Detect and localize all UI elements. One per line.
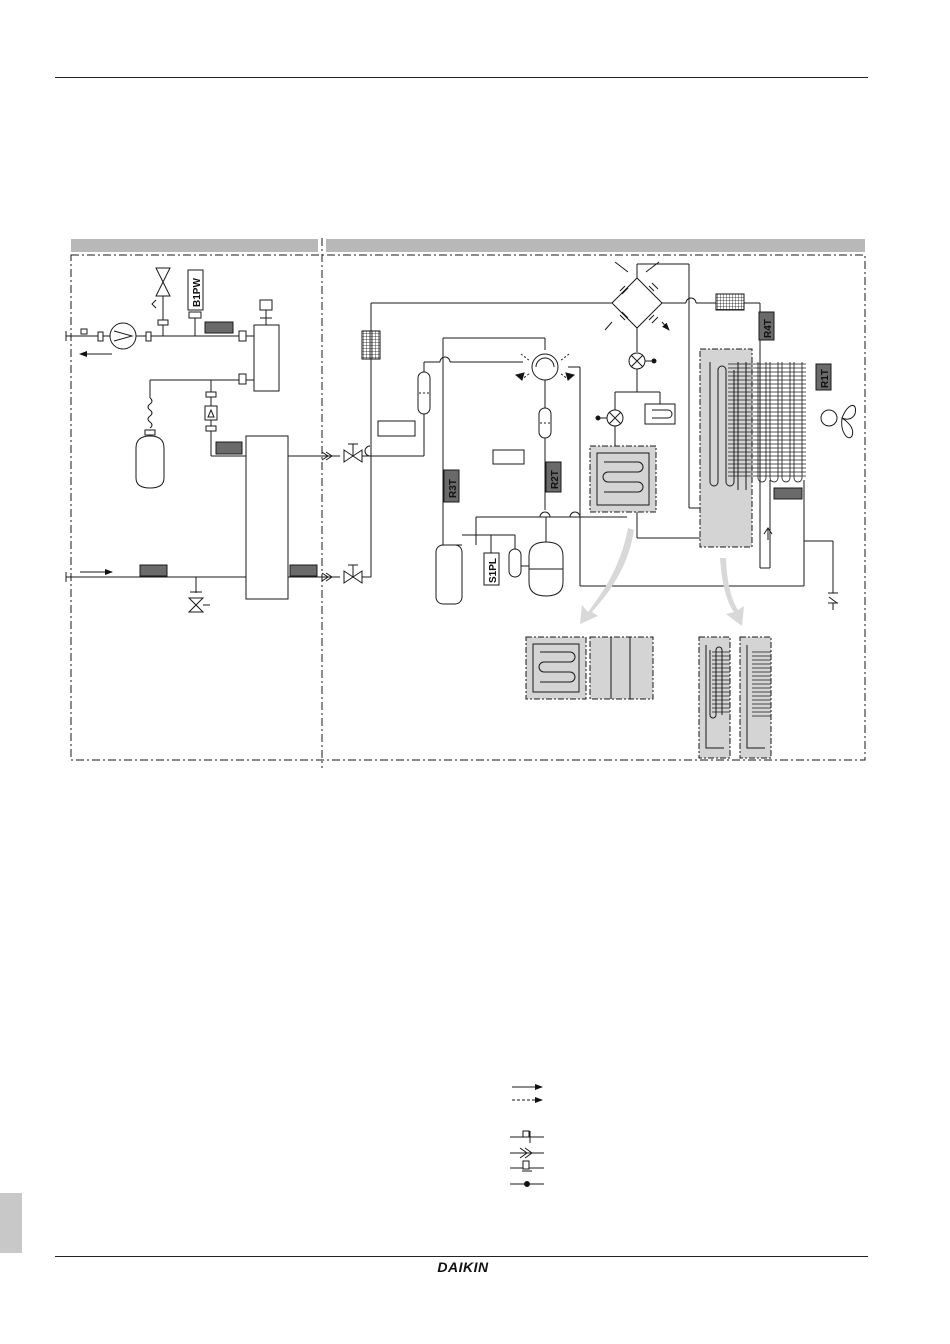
fan-motor-icon: [821, 410, 837, 426]
filter-grid-left: [362, 331, 380, 359]
legend-symbols: [510, 1087, 544, 1187]
indoor-unit: B1PW: [66, 268, 340, 612]
refrigerant-plate-hx: [590, 446, 656, 512]
legend-quick-coupling-icon: [510, 1148, 544, 1158]
r2t-label: R2T: [550, 470, 561, 489]
daikin-logo: DAIKIN: [418, 1258, 508, 1276]
legend-flare-icon: [510, 1131, 544, 1143]
backup-heater-vessel: [254, 325, 279, 391]
capillary-box: [645, 404, 675, 424]
expansion-vessel-icon: [136, 436, 164, 488]
air-hx-detail-side: [740, 637, 771, 758]
air-hx-detail-front: [699, 637, 730, 758]
safety-valve-icon: [156, 268, 170, 296]
legend-brazed-connection-icon: [510, 1182, 544, 1187]
muffler-small: [509, 549, 521, 577]
r3t-label: R3T: [448, 479, 459, 498]
fan-blade-icon: [842, 405, 856, 437]
outdoor-section-header: [326, 239, 865, 252]
plate-hx-detail-front: [526, 637, 586, 699]
drain-valve-icon: [189, 598, 203, 612]
b1pw-label: B1PW: [192, 278, 203, 307]
plate-heat-exchanger: [246, 436, 288, 599]
s1pl-label: S1PL: [488, 558, 499, 583]
outdoor-unit: R3T R2T S1PL R4T: [320, 262, 856, 610]
accumulator: [436, 545, 462, 604]
indoor-section-header: [71, 239, 318, 252]
r1t-label: R1T: [820, 369, 831, 388]
r4t-label: R4T: [763, 319, 774, 338]
filter-icon: [205, 406, 217, 420]
plate-hx-detail-side: [590, 637, 653, 699]
legend-screw-connection-icon: [510, 1161, 544, 1171]
filter-grid-right: [716, 294, 744, 310]
